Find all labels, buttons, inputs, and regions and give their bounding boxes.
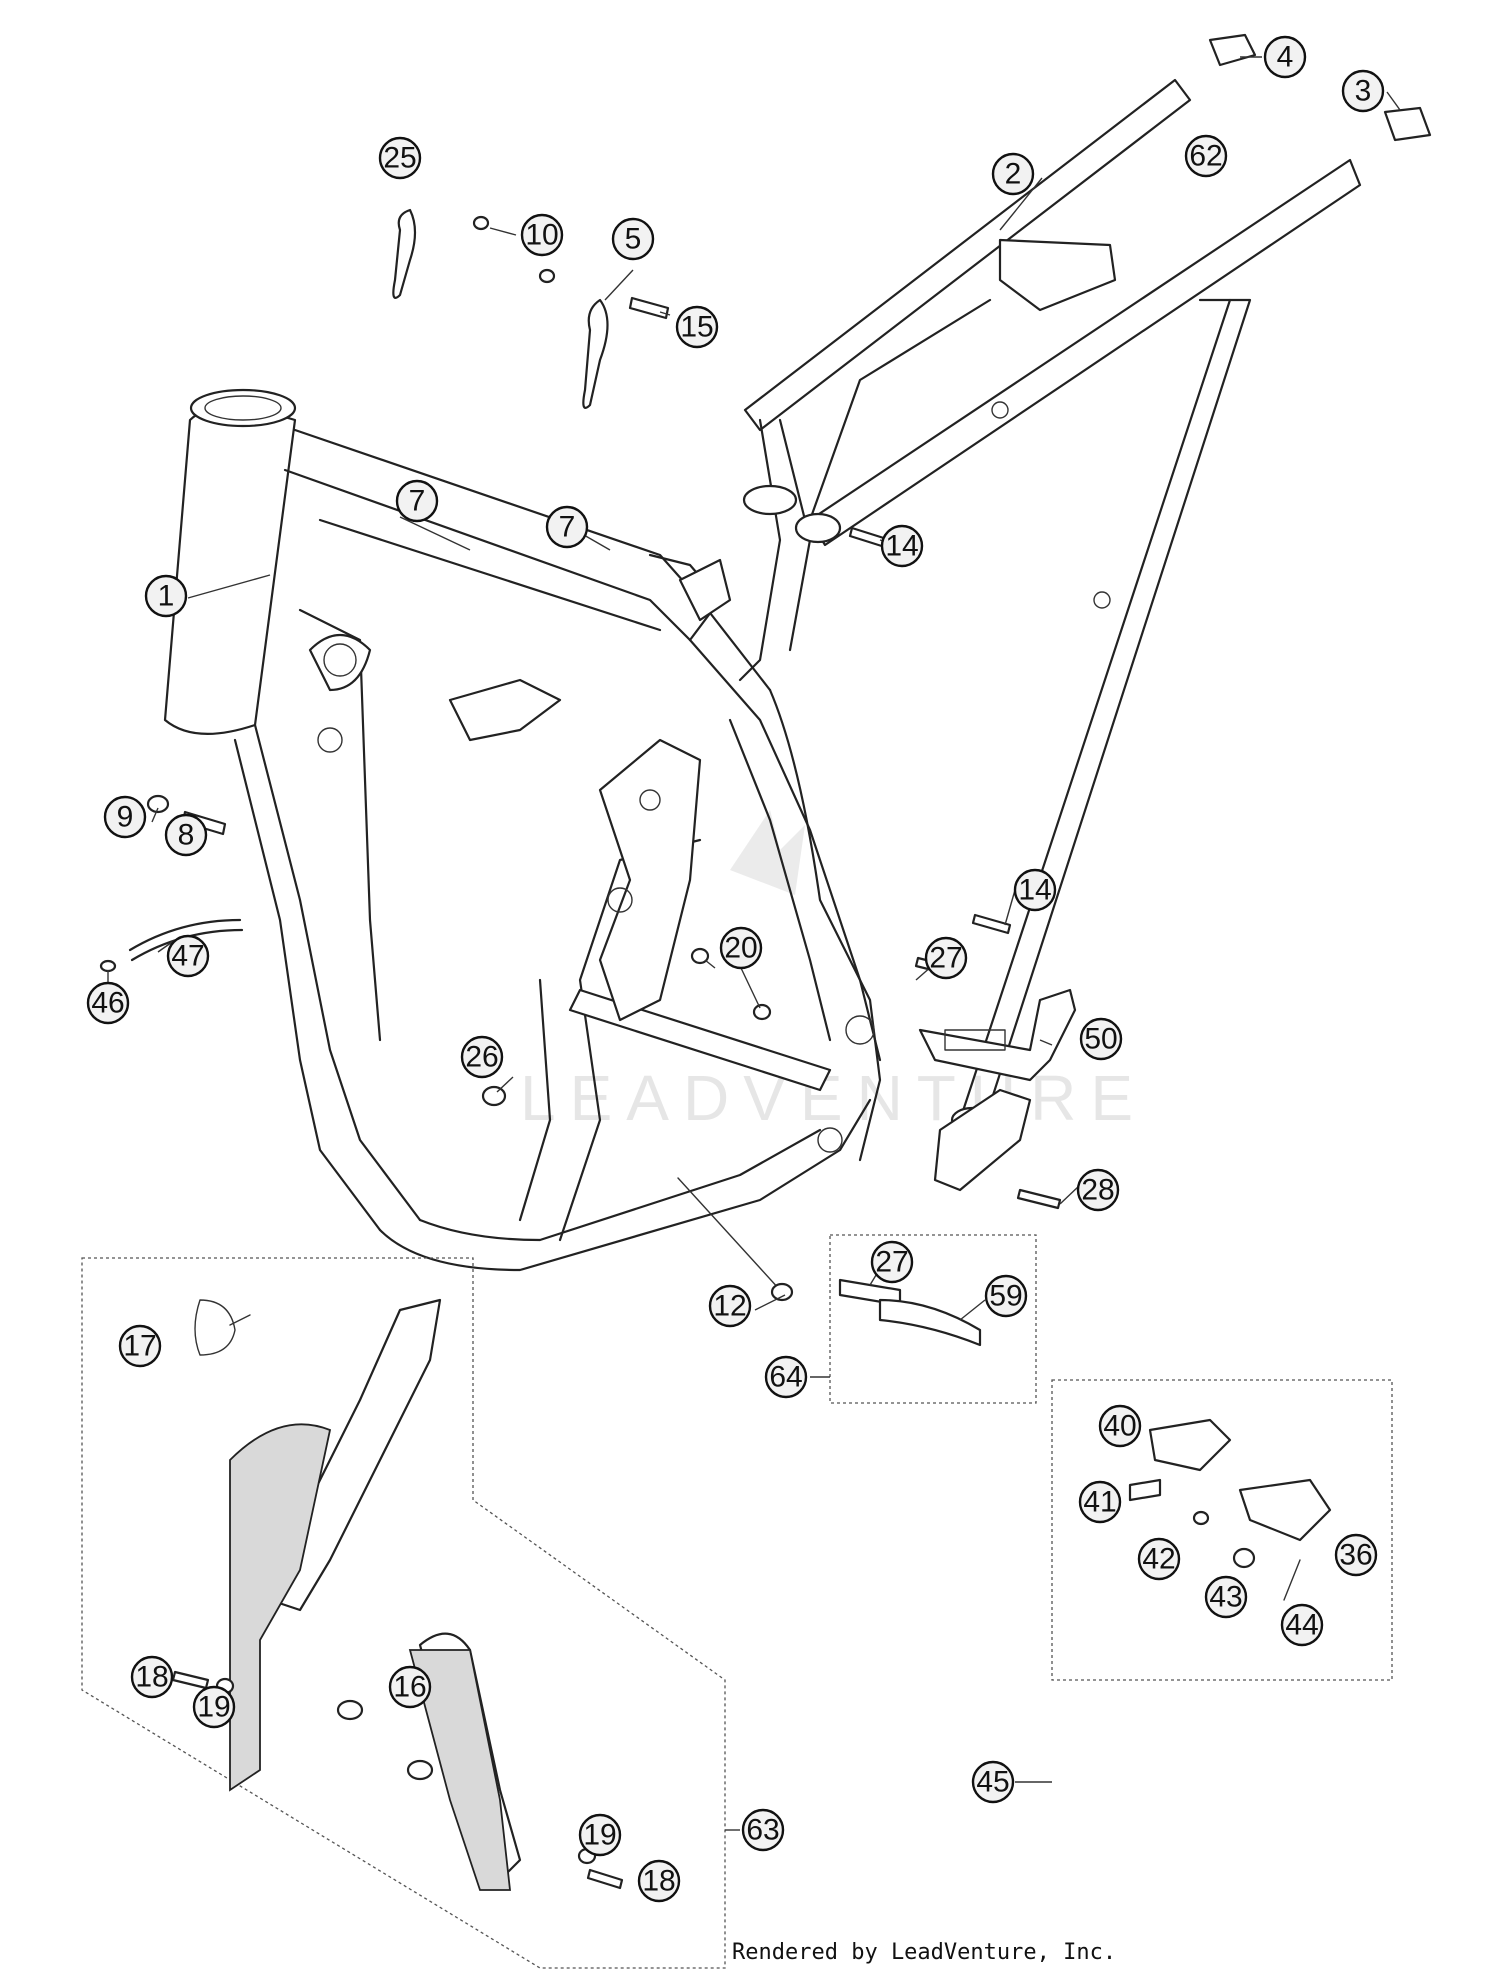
callout-28: 28	[1076, 1168, 1120, 1212]
callout-2: 2	[991, 152, 1035, 196]
callout-16: 16	[388, 1665, 432, 1709]
svg-text:9: 9	[117, 801, 134, 834]
callout-62: 62	[1184, 134, 1228, 178]
svg-text:43: 43	[1209, 1581, 1242, 1614]
callout-14b: 14	[1013, 868, 1057, 912]
svg-text:25: 25	[383, 142, 416, 175]
svg-text:64: 64	[769, 1361, 802, 1394]
subframe-drawing	[738, 33, 1432, 1134]
callout-41: 41	[1078, 1480, 1122, 1524]
callout-18a: 18	[130, 1655, 174, 1699]
svg-text:28: 28	[1081, 1174, 1114, 1207]
svg-text:63: 63	[746, 1814, 779, 1847]
svg-text:26: 26	[465, 1041, 498, 1074]
callout-5: 5	[611, 217, 655, 261]
svg-text:1: 1	[158, 580, 175, 613]
callout-17: 17	[118, 1324, 162, 1368]
svg-text:50: 50	[1084, 1023, 1117, 1056]
callout-26: 26	[460, 1035, 504, 1079]
svg-text:41: 41	[1083, 1486, 1116, 1519]
chain-guide-box	[829, 1234, 1037, 1404]
svg-text:20: 20	[724, 932, 757, 965]
svg-text:18: 18	[642, 1865, 675, 1898]
svg-text:18: 18	[135, 1661, 168, 1694]
callout-40: 40	[1098, 1404, 1142, 1448]
callout-59: 59	[984, 1274, 1028, 1318]
callout-9: 9	[103, 795, 147, 839]
callout-7a: 7	[395, 479, 439, 523]
svg-text:19: 19	[197, 1691, 230, 1724]
callout-36: 36	[1334, 1533, 1378, 1577]
svg-text:40: 40	[1103, 1410, 1136, 1443]
callout-14a: 14	[880, 524, 924, 568]
callout-44: 44	[1280, 1603, 1324, 1647]
main-frame-drawing	[163, 388, 882, 1272]
callout-3: 3	[1341, 69, 1385, 113]
svg-text:3: 3	[1355, 75, 1372, 108]
svg-text:16: 16	[393, 1671, 426, 1704]
svg-text:4: 4	[1277, 41, 1294, 74]
svg-text:44: 44	[1285, 1609, 1318, 1642]
svg-text:5: 5	[625, 223, 642, 256]
callout-43: 43	[1204, 1575, 1248, 1619]
svg-text:27: 27	[875, 1246, 908, 1279]
credit-text: Rendered by LeadVenture, Inc.	[732, 1940, 1117, 1965]
footrest-box	[1051, 1379, 1393, 1681]
callout-18b: 18	[637, 1859, 681, 1903]
callout-42: 42	[1137, 1537, 1181, 1581]
callout-10: 10	[520, 213, 564, 257]
callout-63: 63	[741, 1808, 785, 1852]
svg-text:15: 15	[680, 311, 713, 344]
callout-4: 4	[1263, 35, 1307, 79]
callout-19b: 19	[578, 1813, 622, 1857]
callout-20: 20	[719, 926, 763, 970]
callout-27b: 27	[870, 1240, 914, 1284]
callout-19a: 19	[192, 1685, 236, 1729]
callout-64: 64	[764, 1355, 808, 1399]
svg-text:17: 17	[123, 1330, 156, 1363]
svg-text:14: 14	[885, 530, 918, 563]
flame-logo-icon	[730, 810, 805, 895]
svg-text:14: 14	[1018, 874, 1051, 907]
svg-text:62: 62	[1189, 140, 1222, 173]
svg-text:59: 59	[989, 1280, 1022, 1313]
svg-text:42: 42	[1142, 1543, 1175, 1576]
svg-text:7: 7	[559, 511, 576, 544]
svg-text:2: 2	[1005, 158, 1022, 191]
callout-12: 12	[708, 1284, 752, 1328]
svg-text:45: 45	[976, 1766, 1009, 1799]
box-contents-drawing	[171, 1278, 1332, 1891]
svg-text:36: 36	[1339, 1539, 1372, 1572]
svg-text:8: 8	[178, 819, 195, 852]
svg-text:10: 10	[525, 219, 558, 252]
svg-text:19: 19	[583, 1819, 616, 1852]
callout-46: 46	[86, 981, 130, 1025]
svg-text:7: 7	[409, 485, 426, 518]
svg-text:27: 27	[929, 942, 962, 975]
callout-25: 25	[378, 136, 422, 180]
callout-8: 8	[164, 813, 208, 857]
callout-15: 15	[675, 305, 719, 349]
svg-text:46: 46	[91, 987, 124, 1020]
callout-50: 50	[1079, 1017, 1123, 1061]
callout-7b: 7	[545, 505, 589, 549]
watermark-text: LEADVENTURE	[520, 1062, 1147, 1134]
callout-27a: 27	[924, 936, 968, 980]
svg-text:12: 12	[713, 1290, 746, 1323]
callout-45: 45	[971, 1760, 1015, 1804]
callout-47: 47	[166, 934, 210, 978]
frame-protector-box	[81, 1257, 726, 1969]
callout-1: 1	[144, 574, 188, 618]
svg-text:47: 47	[171, 940, 204, 973]
